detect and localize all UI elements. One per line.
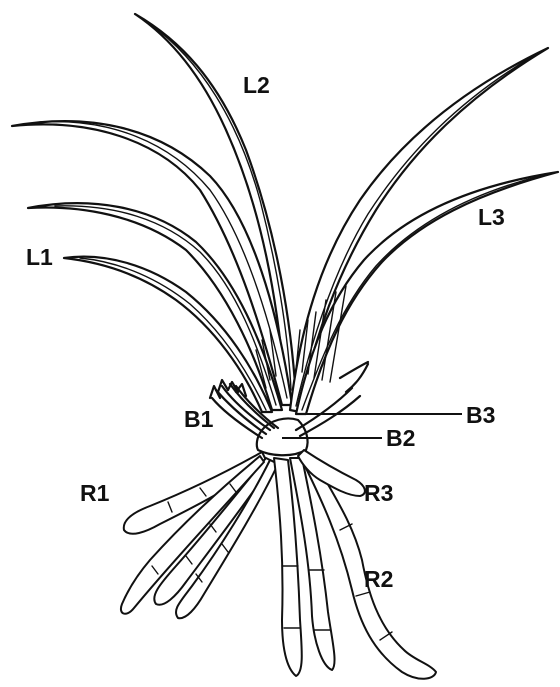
leaf-l1 xyxy=(64,257,272,412)
label-r3: R3 xyxy=(364,482,393,505)
label-l2: L2 xyxy=(243,74,270,97)
label-l1: L1 xyxy=(26,246,53,269)
label-b3: B3 xyxy=(466,404,495,427)
leaves xyxy=(12,14,558,414)
label-b2: B2 xyxy=(386,427,415,450)
label-r2: R2 xyxy=(364,568,393,591)
label-r1: R1 xyxy=(80,482,109,505)
label-l3: L3 xyxy=(478,206,505,229)
label-b1: B1 xyxy=(184,408,213,431)
